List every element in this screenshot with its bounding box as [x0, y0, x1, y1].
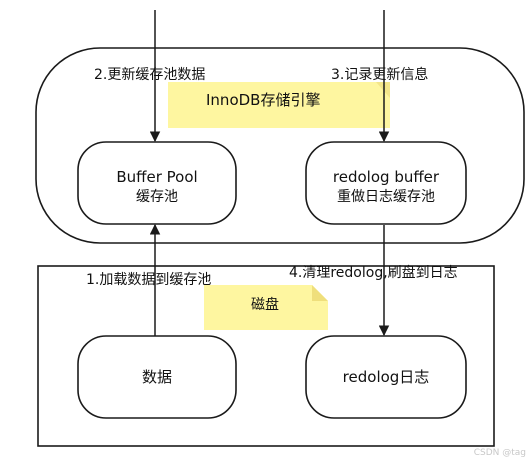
- disk-sticky-note: [204, 285, 328, 330]
- step4-label: 4.清理redolog,刷盘到日志: [289, 265, 458, 281]
- watermark-text: CSDN @tag: [473, 448, 526, 458]
- redolog-buffer-sublabel: 重做日志缓存池: [337, 189, 435, 205]
- innodb-sticky-note: [168, 82, 390, 128]
- redolog-log-label: redolog日志: [342, 368, 430, 386]
- buffer-pool-sublabel: 缓存池: [136, 189, 178, 205]
- redolog-buffer-label: redolog buffer: [332, 168, 440, 186]
- data-label: 数据: [141, 368, 173, 386]
- buffer-pool-label: Buffer Pool: [116, 168, 198, 186]
- data-node: [77, 335, 237, 419]
- step1-label: 1.加载数据到缓存池: [86, 272, 212, 288]
- innodb-title: InnoDB存储引擎: [206, 91, 321, 109]
- disk-title: 磁盘: [251, 297, 279, 313]
- step2-label: 2.更新缓存池数据: [94, 67, 206, 83]
- step3-label: 3.记录更新信息: [331, 67, 429, 83]
